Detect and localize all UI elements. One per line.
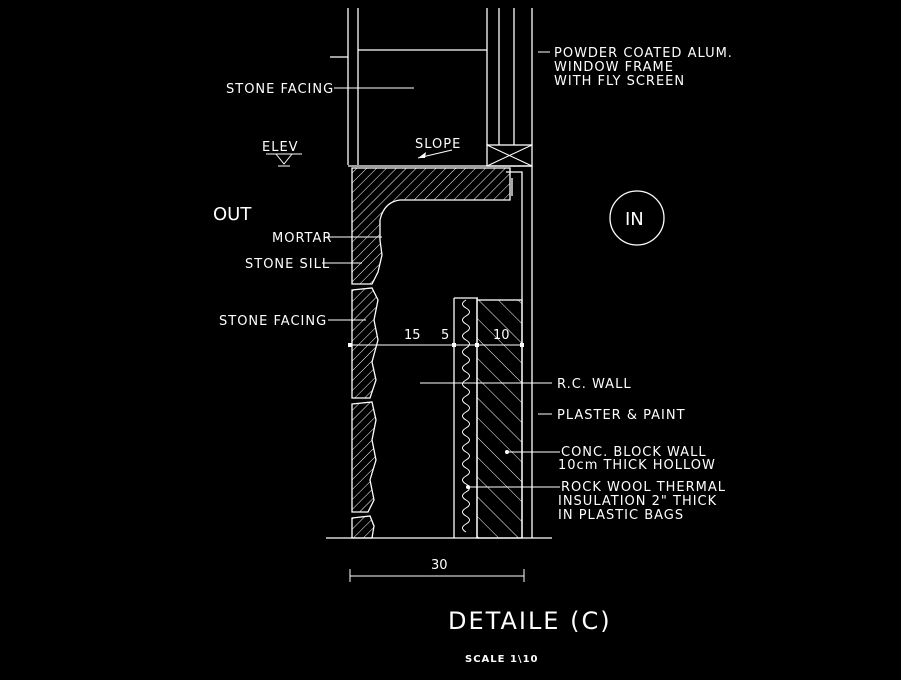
drawing-title: DETAILE (C) bbox=[448, 607, 612, 635]
label-rc-wall: R.C. WALL bbox=[557, 377, 632, 392]
dimension-line-top bbox=[348, 343, 524, 347]
label-rock-line2: INSULATION 2" THICK bbox=[558, 494, 717, 509]
label-powder-line2: WINDOW FRAME bbox=[554, 60, 674, 75]
elev-symbol bbox=[266, 153, 302, 167]
label-in: IN bbox=[625, 209, 644, 230]
sill-drip bbox=[506, 171, 523, 300]
stone-facing-piece-1 bbox=[351, 287, 379, 399]
label-powder-line1: POWDER COATED ALUM. bbox=[554, 46, 733, 61]
label-stone-sill: STONE SILL bbox=[245, 257, 330, 272]
stone-sill-hatch bbox=[351, 167, 511, 285]
label-out: OUT bbox=[213, 204, 252, 225]
dim-10: 10 bbox=[493, 328, 510, 343]
upper-wall-lines bbox=[330, 8, 533, 165]
stone-facing-piece-2 bbox=[351, 401, 377, 513]
rc-wall bbox=[453, 297, 478, 538]
slope-arrow bbox=[417, 149, 453, 159]
label-rock-line1: ROCK WOOL THERMAL bbox=[561, 480, 726, 495]
label-slope: SLOPE bbox=[415, 137, 461, 152]
label-conc-line1: CONC. BLOCK WALL bbox=[561, 445, 707, 460]
in-circle bbox=[609, 190, 665, 246]
dimension-line-total bbox=[349, 569, 525, 582]
window-frame-box bbox=[486, 144, 533, 167]
label-stone-facing-top: STONE FACING bbox=[226, 82, 334, 97]
label-plaster: PLASTER & PAINT bbox=[557, 408, 686, 423]
label-conc-line2: 10cm THICK HOLLOW bbox=[558, 458, 716, 473]
block-wall-hatch bbox=[476, 299, 523, 539]
dim-total: 30 bbox=[431, 558, 448, 573]
rock-wool-insulation bbox=[462, 299, 470, 533]
stone-facing-piece-3 bbox=[351, 515, 375, 539]
label-powder-line3: WITH FLY SCREEN bbox=[554, 74, 685, 89]
leader-lines bbox=[322, 51, 560, 489]
drawing-scale: SCALE 1\10 bbox=[465, 654, 539, 665]
label-stone-facing-mid: STONE FACING bbox=[219, 314, 327, 329]
dim-5: 5 bbox=[441, 328, 449, 343]
dim-15: 15 bbox=[404, 328, 421, 343]
label-rock-line3: IN PLASTIC BAGS bbox=[558, 508, 684, 523]
label-mortar: MORTAR bbox=[272, 231, 332, 246]
label-elev: ELEV bbox=[262, 140, 299, 155]
